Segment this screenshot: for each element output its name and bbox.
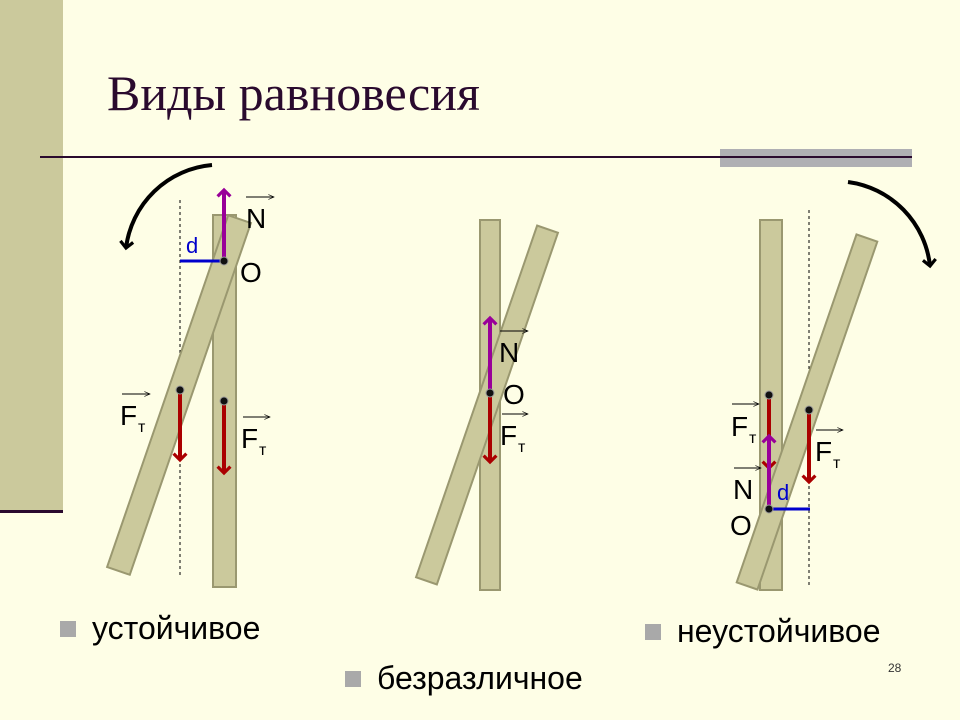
decorative-side-bar bbox=[0, 0, 63, 511]
pivot-point bbox=[219, 256, 229, 266]
label-O: O bbox=[240, 257, 262, 288]
label-F: F bbox=[731, 411, 748, 442]
label-F: F bbox=[500, 420, 517, 451]
center-of-mass bbox=[175, 385, 185, 395]
svg-text:т: т bbox=[138, 419, 146, 436]
label-F: F bbox=[815, 436, 832, 467]
center-of-mass bbox=[804, 405, 814, 415]
center-of-mass bbox=[219, 396, 229, 406]
rod-tilted bbox=[414, 224, 560, 586]
rotation-arrow-icon bbox=[119, 163, 213, 251]
slide-title: Виды равновесия bbox=[107, 65, 480, 121]
svg-text:т: т bbox=[833, 455, 841, 472]
svg-text:т: т bbox=[518, 439, 526, 456]
center-of-mass bbox=[764, 390, 774, 400]
bullet-square-icon bbox=[345, 670, 361, 687]
decorative-band bbox=[720, 149, 912, 167]
label-O: O bbox=[730, 510, 752, 541]
label-F: F bbox=[120, 400, 137, 431]
side-bar-underline bbox=[0, 510, 63, 513]
bullet-square-icon bbox=[645, 623, 661, 640]
label-N: N bbox=[246, 203, 266, 234]
title-rule bbox=[40, 156, 912, 158]
page-number: 28 bbox=[888, 661, 902, 675]
label-F: F bbox=[241, 423, 258, 454]
label-O: O bbox=[503, 379, 525, 410]
bullet-unstable: неустойчивое bbox=[645, 613, 881, 650]
svg-text:т: т bbox=[749, 430, 757, 447]
pivot-point bbox=[764, 504, 774, 514]
label-d: d bbox=[777, 480, 789, 505]
bullet-stable: устойчивое bbox=[60, 610, 260, 647]
bullet-square-icon bbox=[60, 620, 76, 637]
label-N: N bbox=[733, 474, 753, 505]
svg-text:т: т bbox=[259, 442, 267, 459]
label-N: N bbox=[499, 337, 519, 368]
pivot-point bbox=[485, 388, 495, 398]
bullet-neutral: безразличное bbox=[345, 660, 583, 697]
label-d: d bbox=[186, 233, 198, 258]
rotation-arrow-icon bbox=[847, 180, 937, 269]
